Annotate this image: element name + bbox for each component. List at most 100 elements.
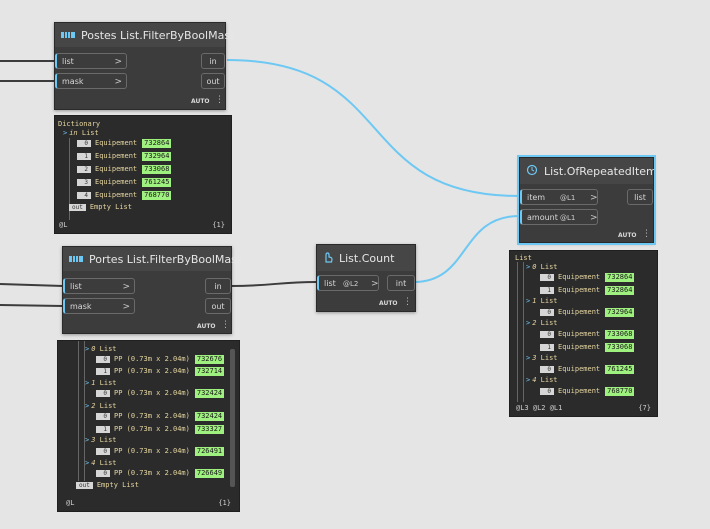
filter-list-icon xyxy=(61,29,75,42)
input-port-list[interactable]: list@L2> xyxy=(317,275,379,291)
tree-guide xyxy=(78,341,79,481)
chevron-right-icon: > xyxy=(371,279,379,289)
lacing-auto-label: AUTO xyxy=(379,300,398,307)
level-indicator: @L3 @L2 @L1 xyxy=(516,404,563,412)
chevron-right-icon: > xyxy=(590,213,598,223)
node-title: List.OfRepeatedItem xyxy=(544,164,657,178)
item-count: {1} xyxy=(212,221,225,229)
input-port-item[interactable]: item@L1> xyxy=(520,189,598,205)
lacing-auto-label: AUTO xyxy=(191,98,210,105)
chevron-right-icon[interactable]: > xyxy=(85,379,90,387)
input-port-list[interactable]: list> xyxy=(55,53,127,69)
input-port-mask[interactable]: mask> xyxy=(63,298,135,314)
chevron-right-icon[interactable]: > xyxy=(526,319,531,327)
chevron-right-icon[interactable]: > xyxy=(526,263,531,271)
node-title: Postes List.FilterByBoolMask xyxy=(81,28,237,42)
input-port-list[interactable]: list> xyxy=(63,278,135,294)
level-indicator: @L xyxy=(66,499,75,507)
node-title: List.Count xyxy=(339,251,395,265)
preview-header: List xyxy=(515,254,532,262)
wire-count-to-repeated-amount[interactable] xyxy=(413,215,520,283)
chevron-right-icon[interactable]: > xyxy=(85,436,90,444)
node-postes-filter[interactable]: Postes List.FilterByBoolMask list> mask>… xyxy=(54,22,236,110)
chevron-right-icon[interactable]: > xyxy=(85,345,90,353)
lacing-auto-label: AUTO xyxy=(197,323,216,330)
output-port-int[interactable]: int xyxy=(387,275,415,291)
list-group: >1 List xyxy=(85,379,117,387)
kebab-menu-icon[interactable]: ⋮ xyxy=(215,95,224,105)
tree-guide xyxy=(523,262,524,402)
wire-filter1-to-repeated-item[interactable] xyxy=(226,59,520,197)
chevron-right-icon[interactable]: > xyxy=(526,354,531,362)
list-group: >0 List xyxy=(526,263,558,271)
output-port-in[interactable]: in xyxy=(201,53,225,69)
list-group: >3 List xyxy=(85,436,117,444)
list-group: >1 List xyxy=(526,297,558,305)
wire-filter2-to-count[interactable] xyxy=(230,281,317,287)
list-group: >2 List xyxy=(85,402,117,410)
input-port-amount[interactable]: amount@L1> xyxy=(520,209,598,225)
output-port-in[interactable]: in xyxy=(205,278,231,294)
input-port-mask[interactable]: mask> xyxy=(55,73,127,89)
node-header[interactable]: Postes List.FilterByBoolMask xyxy=(55,23,236,47)
node-list-count[interactable]: List.Count list@L2> int AUTO ⋮ xyxy=(316,244,416,312)
filter-list-icon xyxy=(69,253,83,266)
chevron-right-icon: > xyxy=(114,57,122,67)
wire-filter2-mask[interactable] xyxy=(0,304,64,307)
node-header[interactable]: List.Count xyxy=(317,245,415,271)
tree-guide xyxy=(517,262,518,402)
chevron-right-icon: > xyxy=(122,302,130,312)
node-header[interactable]: Portes List.FilterByBoolMask xyxy=(63,247,243,271)
chevron-right-icon[interactable]: > xyxy=(526,297,531,305)
preview-header: Dictionary xyxy=(58,120,101,128)
level-indicator: @L xyxy=(59,221,68,229)
output-port-out[interactable]: out xyxy=(201,73,225,89)
kebab-menu-icon[interactable]: ⋮ xyxy=(221,320,230,330)
output-port-list[interactable]: list xyxy=(627,189,653,205)
tree-guide xyxy=(84,341,85,481)
chevron-right-icon: > xyxy=(114,77,122,87)
chevron-down-icon[interactable]: > xyxy=(63,129,68,137)
chevron-right-icon[interactable]: > xyxy=(85,459,90,467)
hand-pointer-icon xyxy=(323,251,333,266)
scrollbar[interactable] xyxy=(230,349,235,487)
output-port-out[interactable]: out xyxy=(205,298,231,314)
kebab-menu-icon[interactable]: ⋮ xyxy=(642,229,651,239)
kebab-menu-icon[interactable]: ⋮ xyxy=(403,297,412,307)
node-list-of-repeated-item[interactable]: List.OfRepeatedItem item@L1> amount@L1> … xyxy=(517,155,657,245)
node-title: Portes List.FilterByBoolMask xyxy=(89,252,244,266)
preview-key-in: in xyxy=(69,129,78,137)
chevron-right-icon[interactable]: > xyxy=(85,402,90,410)
list-group: >3 List xyxy=(526,354,558,362)
chevron-right-icon[interactable]: > xyxy=(526,376,531,384)
lacing-auto-label: AUTO xyxy=(618,232,637,239)
node-portes-filter[interactable]: Portes List.FilterByBoolMask list> mask>… xyxy=(62,246,243,334)
repeat-cycle-icon xyxy=(526,164,538,179)
list-group: >4 List xyxy=(526,376,558,384)
item-count: {1} xyxy=(218,499,231,507)
node-header[interactable]: List.OfRepeatedItem xyxy=(520,158,657,184)
wire-filter2-list[interactable] xyxy=(0,283,64,287)
list-group: >0 List xyxy=(85,345,117,353)
